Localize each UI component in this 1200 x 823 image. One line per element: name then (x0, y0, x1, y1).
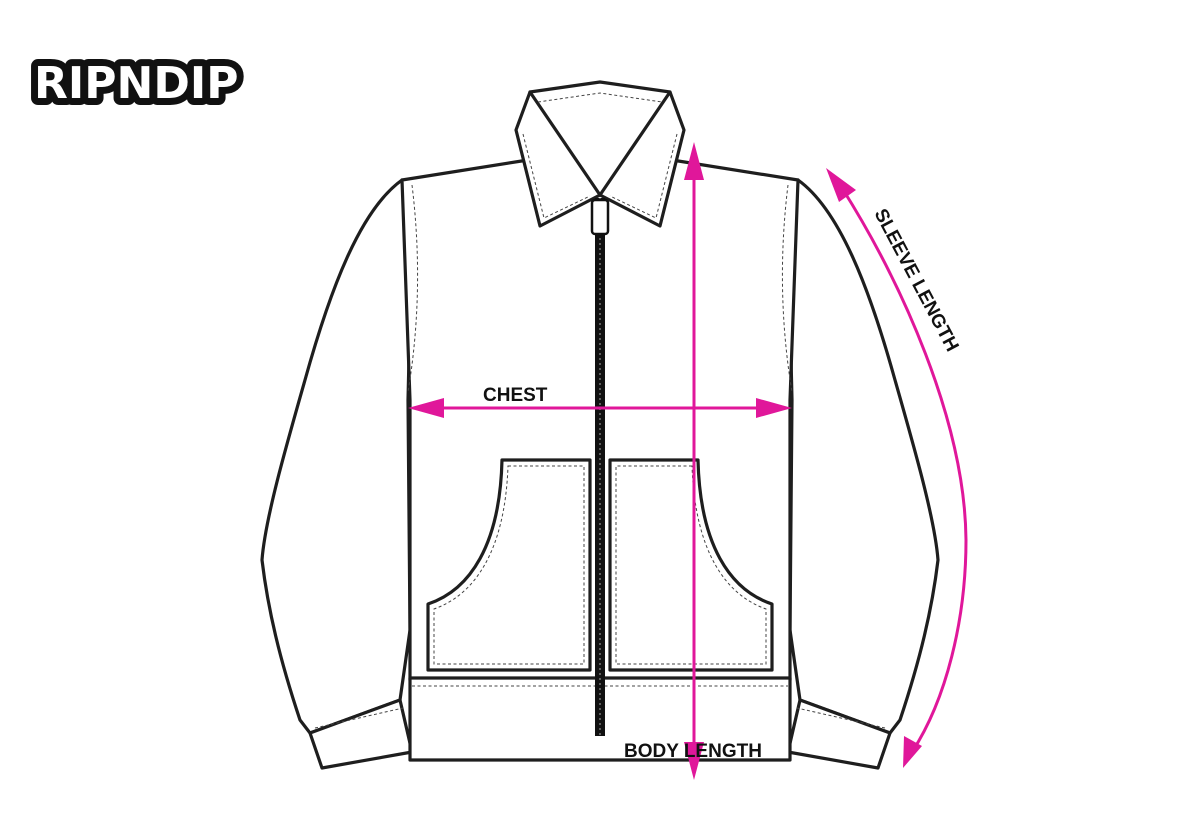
right-cuff-stitch (796, 707, 886, 729)
brand-logo: RIPNDIP RIPNDIP (27, 51, 245, 116)
left-pocket-stitch (433, 465, 585, 665)
right-pocket (608, 458, 774, 672)
jacket-illustration (260, 80, 940, 770)
chest-arrow-left-head-icon (408, 398, 444, 418)
zipper-pull-icon (590, 198, 610, 236)
right-pocket-stitch (615, 465, 767, 665)
body-length-arrow-top-head-icon (684, 142, 704, 180)
collar-right-stitch (609, 133, 678, 219)
collar-left (514, 90, 602, 228)
left-pocket (426, 458, 592, 672)
collar-left-stitch (522, 133, 591, 219)
collar-right (598, 90, 686, 228)
sleeve-length-arrow-bottom-head-icon (903, 736, 922, 768)
chest-arrow-right-head-icon (756, 398, 792, 418)
chest-label: CHEST (483, 385, 548, 406)
brand-logo-text: RIPNDIP (34, 58, 238, 109)
zipper (595, 198, 605, 736)
measurement-arrows (408, 142, 968, 780)
brand-logo-outline: RIPNDIP (34, 58, 238, 109)
sleeve-length-arrow-curve (840, 187, 968, 753)
left-sleeve (260, 178, 414, 735)
collar-band-stitch (537, 92, 663, 103)
right-armhole-stitch (781, 184, 793, 393)
body-length-label: BODY LENGTH (624, 741, 762, 762)
left-armhole-stitch (407, 184, 419, 393)
sleeve-length-arrow-top-head-icon (826, 168, 856, 202)
left-cuff-stitch (314, 707, 404, 729)
body-length-arrow-bottom-head-icon (684, 742, 704, 780)
right-sleeve (786, 178, 940, 735)
